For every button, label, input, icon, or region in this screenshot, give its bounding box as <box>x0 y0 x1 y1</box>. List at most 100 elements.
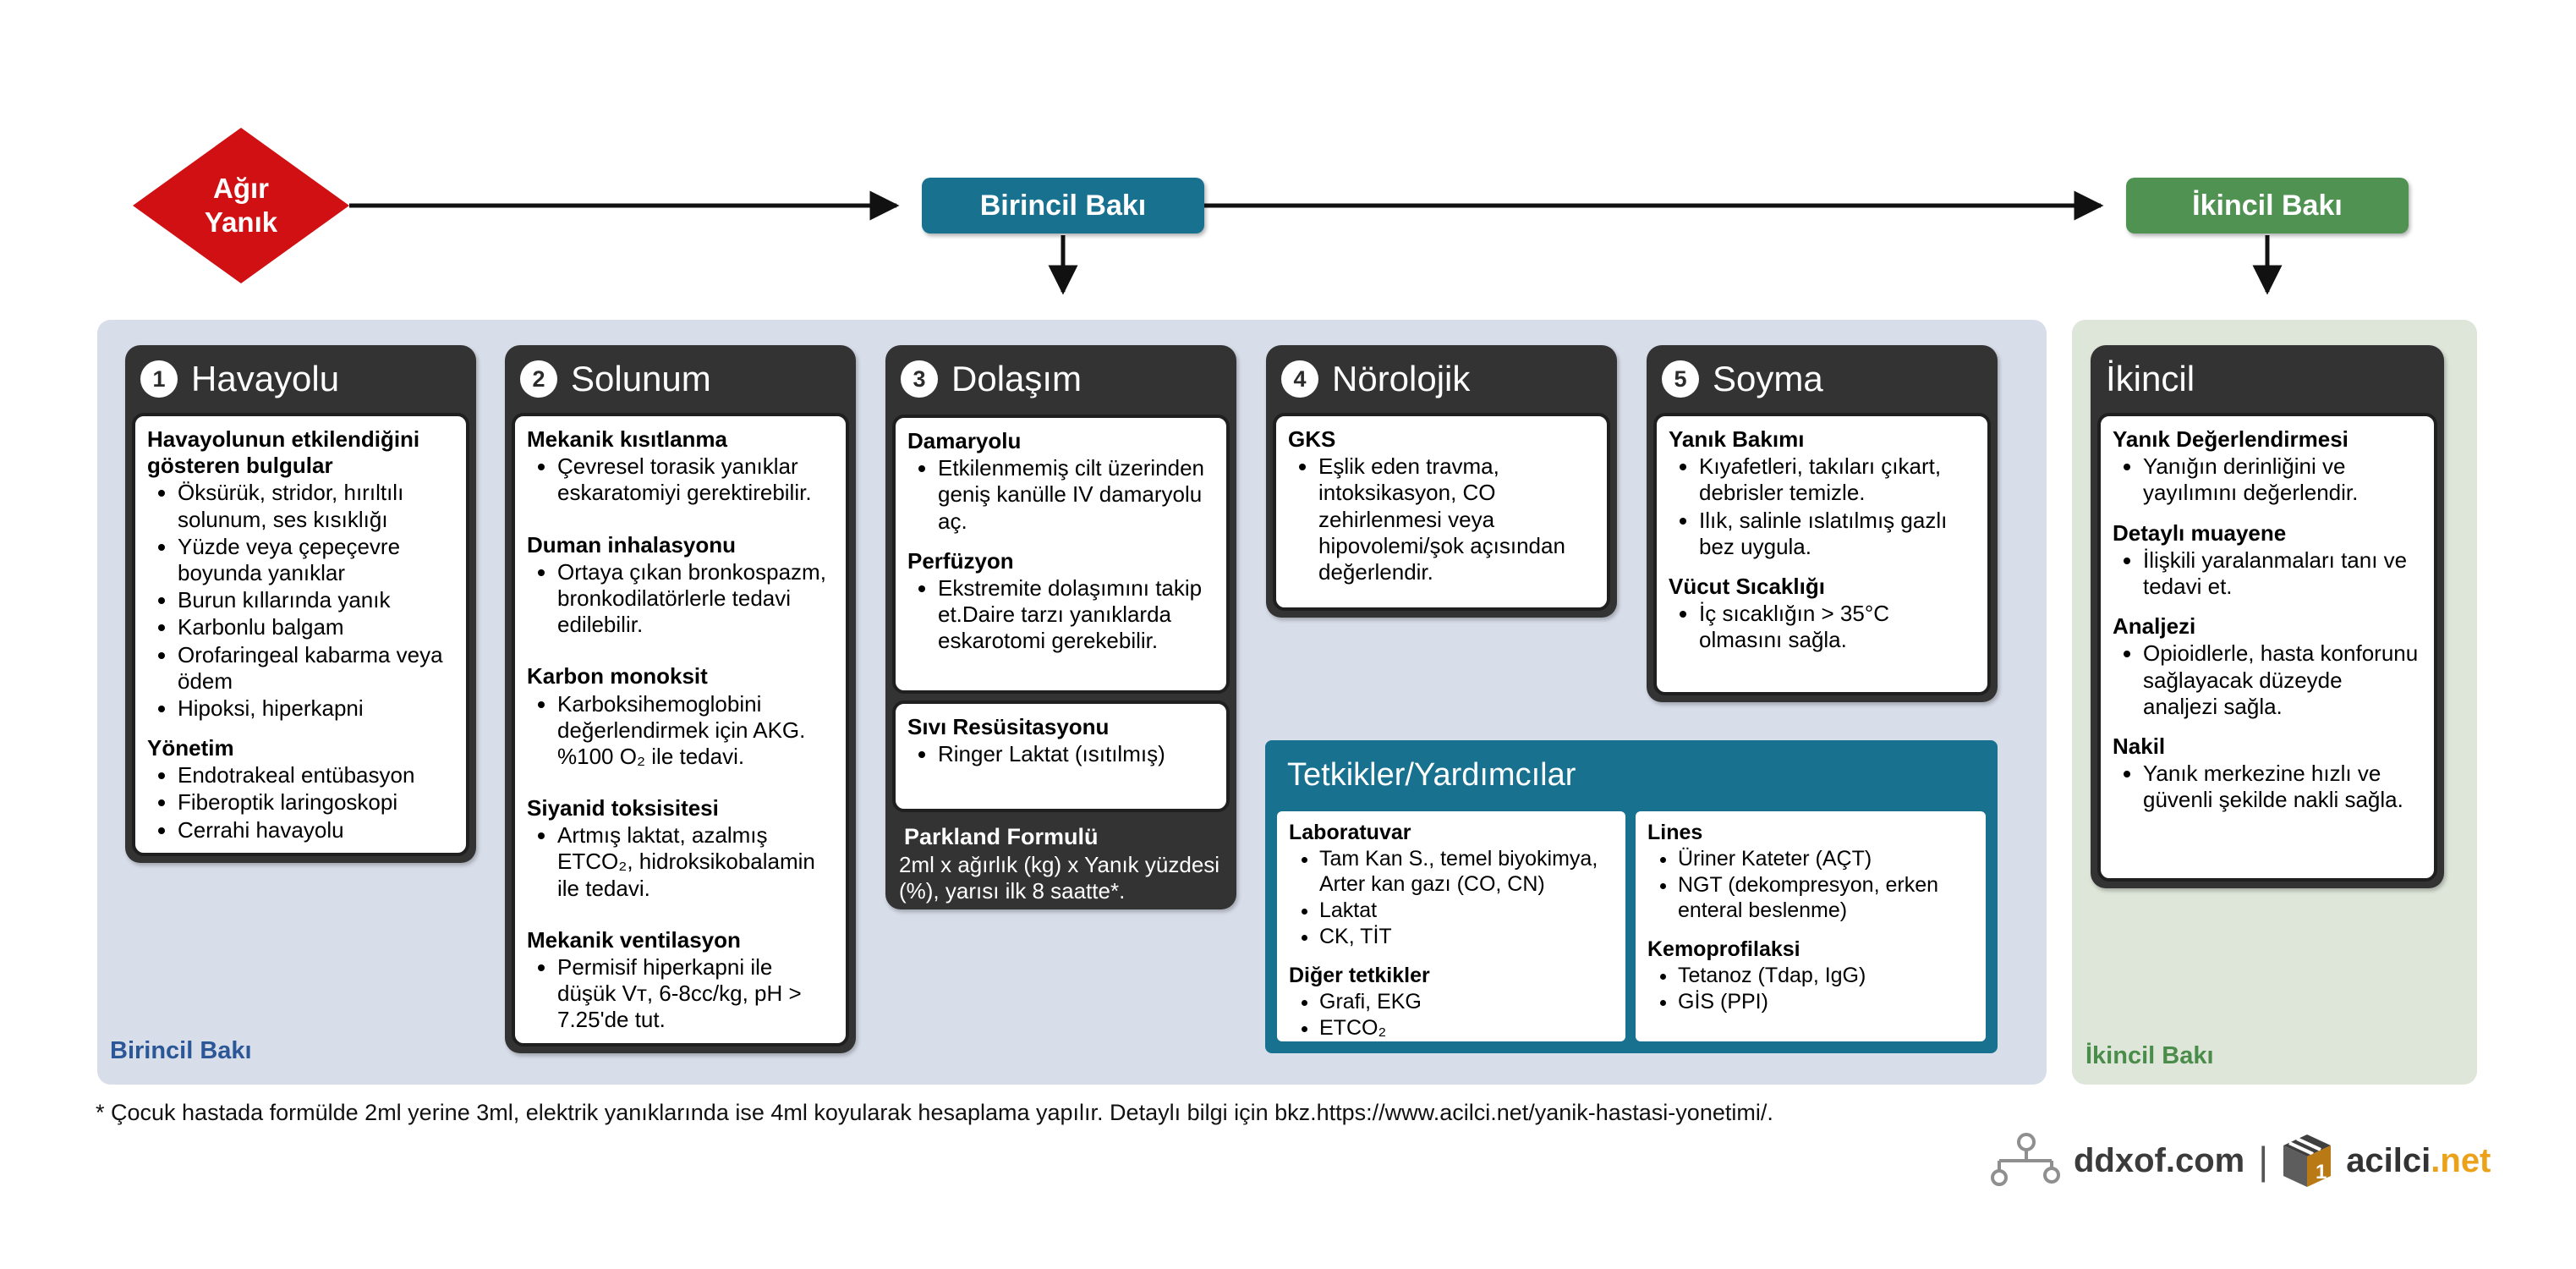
section-heading: Duman inhalasyonu <box>527 531 737 558</box>
section: Duman inhalasyonu Ortaya çıkan bronkospa… <box>527 532 834 639</box>
secondary-survey-button[interactable]: İkincil Bakı <box>2126 178 2409 233</box>
credits-separator: | <box>2258 1139 2269 1183</box>
bullet-item: Ortaya çıkan bronkospazm, bronkodilatörl… <box>557 559 834 639</box>
panel-title: Solunum <box>571 359 711 398</box>
primary-survey-button[interactable]: Birincil Bakı <box>922 178 1204 233</box>
section-heading: Mekanik ventilasyon <box>527 926 741 953</box>
bullet-item: Yanık merkezine hızlı ve güvenli şekilde… <box>2143 761 2422 813</box>
section: Perfüzyon Ekstremite dolaşımını takip et… <box>907 548 1214 655</box>
section: Detaylı muayene İlişkili yaralanmaları t… <box>2113 520 2422 601</box>
panel-neurologic: 4 Nörolojik GKS Eşlik eden travma, intok… <box>1266 345 1617 618</box>
section: Mekanik ventilasyon Permisif hiperkapni … <box>527 927 834 1034</box>
section-heading: Siyanid toksisitesi <box>527 795 719 821</box>
start-node-severe-burn[interactable]: Ağır Yanık <box>204 172 278 238</box>
bullet-item: Etkilenmemiş cilt üzerinden geniş kanüll… <box>938 455 1214 535</box>
bullet-item: Endotrakeal entübasyon <box>178 762 454 788</box>
acilci-tld: .net <box>2431 1141 2491 1179</box>
panel-neurologic-content: GKS Eşlik eden travma, intoksikasyon, CO… <box>1273 413 1610 611</box>
section-heading: Sıvı Resüsitasyonu <box>907 714 1110 739</box>
acilci-link[interactable]: acilci.net <box>2346 1142 2491 1180</box>
parkland-formula-text: 2ml x ağırlık (kg) x Yanık yüzdesi (%), … <box>899 852 1220 904</box>
acilci-cube-icon: 1 <box>2283 1134 2332 1187</box>
bullet-item: Opioidlerle, hasta konforunu sağlayacak … <box>2143 640 2422 720</box>
bullet-list: Ringer Laktat (ısıtılmış) <box>907 741 1214 767</box>
section-heading: Vücut Sıcaklığı <box>1669 573 1825 599</box>
bullet-item: NGT (dekompresyon, erken enteral beslenm… <box>1678 872 1974 923</box>
section: Sıvı Resüsitasyonu Ringer Laktat (ısıtıl… <box>907 714 1214 767</box>
panel-circulation-content: Damaryolu Etkilenmemiş cilt üzerinden ge… <box>892 415 1230 694</box>
bullet-item: Eşlik eden travma, intoksikasyon, CO zeh… <box>1318 453 1595 585</box>
panel-number-badge: 5 <box>1662 360 1699 398</box>
bullet-list: İç sıcaklığın > 35°C olmasını sağla. <box>1669 601 1976 653</box>
section: Yanık Değerlendirmesi Yanığın derinliğin… <box>2113 426 2422 507</box>
fluid-resuscitation-box: Sıvı Resüsitasyonu Ringer Laktat (ısıtıl… <box>892 700 1230 812</box>
bullet-item: Ringer Laktat (ısıtılmış) <box>938 741 1214 767</box>
laboratory-box: Laboratuvar Tam Kan S., temel biyokimya,… <box>1277 811 1625 1041</box>
bullet-item: GİS (PPI) <box>1678 989 1974 1014</box>
section-heading: GKS <box>1288 426 1336 452</box>
bullet-item: Cerrahi havayolu <box>178 817 454 843</box>
severe-burn-diamond-shape <box>133 128 349 283</box>
bullet-item: Tetanoz (Tdap, IgG) <box>1678 963 1974 988</box>
panel-number-badge: 2 <box>520 360 557 398</box>
section: Diğer tetkikler Grafi, EKGETCO₂ <box>1289 963 1614 1041</box>
bullet-list: Eşlik eden travma, intoksikasyon, CO zeh… <box>1288 453 1595 585</box>
bullet-list: Endotrakeal entübasyonFiberoptik laringo… <box>147 762 454 843</box>
panel-title: Dolaşım <box>951 359 1082 398</box>
bullet-item: ETCO₂ <box>1319 1015 1614 1041</box>
parkland-formula: Parkland Formulü 2ml x ağırlık (kg) x Ya… <box>899 824 1225 904</box>
section-heading: Analjezi <box>2113 613 2196 640</box>
bullet-item: Ilık, salinle ıslatılmış gazlı bez uygul… <box>1699 508 1976 560</box>
section-heading: Detaylı muayene <box>2113 519 2287 546</box>
bullet-item: Üriner Kateter (AÇT) <box>1678 846 1974 871</box>
section-heading: Havayolunun etkilendiğini gösteren bulgu… <box>147 426 420 479</box>
section-heading: Nakil <box>2113 733 2166 759</box>
panel-number-badge: 4 <box>1281 360 1318 398</box>
credits-bar: ddxof.com | 1 acilci.net <box>1989 1127 2491 1195</box>
bullet-item: Ekstremite dolaşımını takip et.Daire tar… <box>938 575 1214 655</box>
bullet-item: İlişkili yaralanmaları tanı ve tedavi et… <box>2143 547 2422 600</box>
panel-exposure-header: 5 Soyma <box>1647 345 1998 413</box>
section-heading: Diğer tetkikler <box>1289 964 1430 987</box>
bullet-item: Karbonlu balgam <box>178 614 454 640</box>
panel-secondary-header: İkincil <box>2091 345 2444 413</box>
bullet-item: Yanığın derinliğini ve yayılımını değerl… <box>2143 453 2422 506</box>
panel-secondary: İkincil Yanık Değerlendirmesi Yanığın de… <box>2091 345 2444 888</box>
panel-title: Havayolu <box>191 359 340 398</box>
ancillary-panel: Tetkikler/Yardımcılar Laboratuvar Tam Ka… <box>1265 740 1998 1053</box>
bullet-list: Karboksihemoglobini değerlendirmek için … <box>527 691 834 771</box>
panel-neurologic-header: 4 Nörolojik <box>1266 345 1617 413</box>
section-heading: Yanık Değerlendirmesi <box>2113 426 2349 452</box>
panel-breathing-content: Mekanik kısıtlanma Çevresel torasik yanı… <box>512 413 849 1047</box>
bullet-item: İç sıcaklığın > 35°C olmasını sağla. <box>1699 601 1976 653</box>
section: Vücut Sıcaklığı İç sıcaklığın > 35°C olm… <box>1669 574 1976 654</box>
panel-exposure: 5 Soyma Yanık Bakımı Kıyafetleri, takıla… <box>1647 345 1998 702</box>
ancillary-title: Tetkikler/Yardımcılar <box>1287 757 1576 793</box>
section: Karbon monoksit Karboksihemoglobini değe… <box>527 663 834 770</box>
bullet-list: Grafi, EKGETCO₂ <box>1289 989 1614 1041</box>
section: Havayolunun etkilendiğini gösteren bulgu… <box>147 426 454 722</box>
bullet-item: Karboksihemoglobini değerlendirmek için … <box>557 691 834 771</box>
bullet-item: Permisif hiperkapni ile düşük Vᴛ, 6-8cc/… <box>557 954 834 1034</box>
bullet-list: Yanığın derinliğini ve yayılımını değerl… <box>2113 453 2422 506</box>
panel-title: Soyma <box>1713 359 1823 398</box>
bullet-item: Yüzde veya çepeçevre boyunda yanıklar <box>178 534 454 586</box>
bullet-list: Tetanoz (Tdap, IgG)GİS (PPI) <box>1647 963 1974 1014</box>
panel-number-badge: 1 <box>140 360 178 398</box>
panel-secondary-content: Yanık Değerlendirmesi Yanığın derinliğin… <box>2097 413 2437 882</box>
bullet-item: Grafi, EKG <box>1319 989 1614 1014</box>
secondary-container-label: İkincil Bakı <box>2085 1042 2214 1069</box>
bullet-list: Tam Kan S., temel biyokimya, Arter kan g… <box>1289 846 1614 949</box>
footnote: * Çocuk hastada formülde 2ml yerine 3ml,… <box>96 1100 1773 1125</box>
lines-box: Lines Üriner Kateter (AÇT)NGT (dekompres… <box>1636 811 1986 1041</box>
section-heading: Perfüzyon <box>907 547 1014 574</box>
section: Yanık Bakımı Kıyafetleri, takıları çıkar… <box>1669 426 1976 560</box>
section-heading: Damaryolu <box>907 428 1022 453</box>
section-heading: Yanık Bakımı <box>1669 426 1805 452</box>
bullet-list: Kıyafetleri, takıları çıkart, debrisler … <box>1669 453 1976 560</box>
panel-circulation: 3 Dolaşım Damaryolu Etkilenmemiş cilt üz… <box>885 345 1236 909</box>
section: Nakil Yanık merkezine hızlı ve güvenli ş… <box>2113 733 2422 814</box>
panel-title: Nörolojik <box>1332 359 1471 398</box>
section: Lines Üriner Kateter (AÇT)NGT (dekompres… <box>1647 820 1974 923</box>
ddxof-link[interactable]: ddxof.com <box>2074 1141 2245 1179</box>
